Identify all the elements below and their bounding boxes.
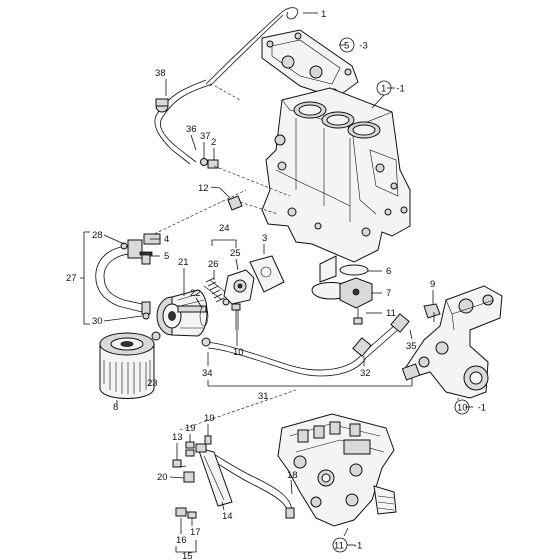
callout-31: 31	[258, 391, 269, 402]
callout-38: 38	[155, 68, 166, 79]
callout-3: 3	[262, 233, 267, 244]
oil-pipe	[201, 313, 410, 377]
callout-28: 28	[92, 230, 103, 241]
water-pump-housing	[401, 285, 503, 399]
oil-cooler	[156, 289, 208, 337]
callout-27: 27	[66, 273, 77, 284]
callout-11-1: 11-1	[334, 541, 362, 552]
callout-16: 16	[176, 535, 187, 546]
callout-1-1: 1-1	[381, 84, 405, 95]
callout-23: 23	[147, 378, 158, 389]
callout-17: 17	[190, 527, 201, 538]
bolt-13	[172, 459, 187, 468]
callout-19-top: 19	[204, 413, 215, 424]
callout-18: 18	[287, 470, 298, 481]
bolt-11	[353, 308, 363, 325]
callout-circle-5	[339, 37, 355, 53]
callout-13: 13	[172, 432, 183, 443]
callout-11: 11	[386, 308, 396, 319]
gasket-3	[249, 255, 285, 293]
fuel-pipe-bracket	[195, 443, 295, 519]
callout-26: 26	[208, 259, 219, 270]
callout-32: 32	[360, 368, 371, 379]
oil-strainer	[311, 255, 373, 309]
callout-35: 35	[406, 341, 417, 352]
cover-plate	[261, 29, 359, 99]
callout-9: 9	[430, 279, 435, 290]
callout-7: 7	[386, 288, 391, 299]
callout-34: 34	[202, 368, 213, 379]
callout-30: 30	[92, 316, 103, 327]
callout-circle-10	[454, 399, 470, 415]
oil-filter	[99, 332, 155, 399]
callout-8: 8	[113, 402, 118, 413]
guide-tube	[154, 79, 241, 165]
plug	[219, 187, 243, 211]
callout-10: 10	[233, 347, 244, 358]
dipstick	[205, 7, 318, 87]
callout-21: 21	[178, 257, 189, 268]
callout-2: 2	[211, 137, 216, 148]
callout-6: 6	[386, 266, 391, 277]
cylinder-block	[261, 87, 411, 263]
callout-25: 25	[230, 248, 241, 259]
injection-pump	[277, 413, 397, 527]
callout-1: 1	[321, 9, 326, 20]
relief-valve	[223, 269, 255, 305]
callout-22: 22	[190, 288, 201, 299]
oil-hose	[95, 233, 161, 320]
callout-circle-11	[332, 537, 348, 553]
callout-20: 20	[157, 472, 168, 483]
callout-5-3: 5-3	[344, 41, 368, 52]
callout-24: 24	[219, 223, 230, 234]
callout-15: 15	[182, 551, 193, 560]
callout-10-1: 10-1	[457, 403, 486, 414]
callout-36: 36	[186, 124, 197, 135]
callout-37: 37	[200, 131, 211, 142]
callout-4: 4	[164, 234, 169, 245]
fitting-9	[423, 303, 441, 322]
callout-12: 12	[198, 183, 209, 194]
callout-14: 14	[222, 511, 233, 522]
bolt-10	[231, 303, 241, 330]
callout-19-mid: 19	[185, 423, 196, 434]
callout-5: 5	[164, 251, 169, 262]
spring	[203, 277, 229, 303]
